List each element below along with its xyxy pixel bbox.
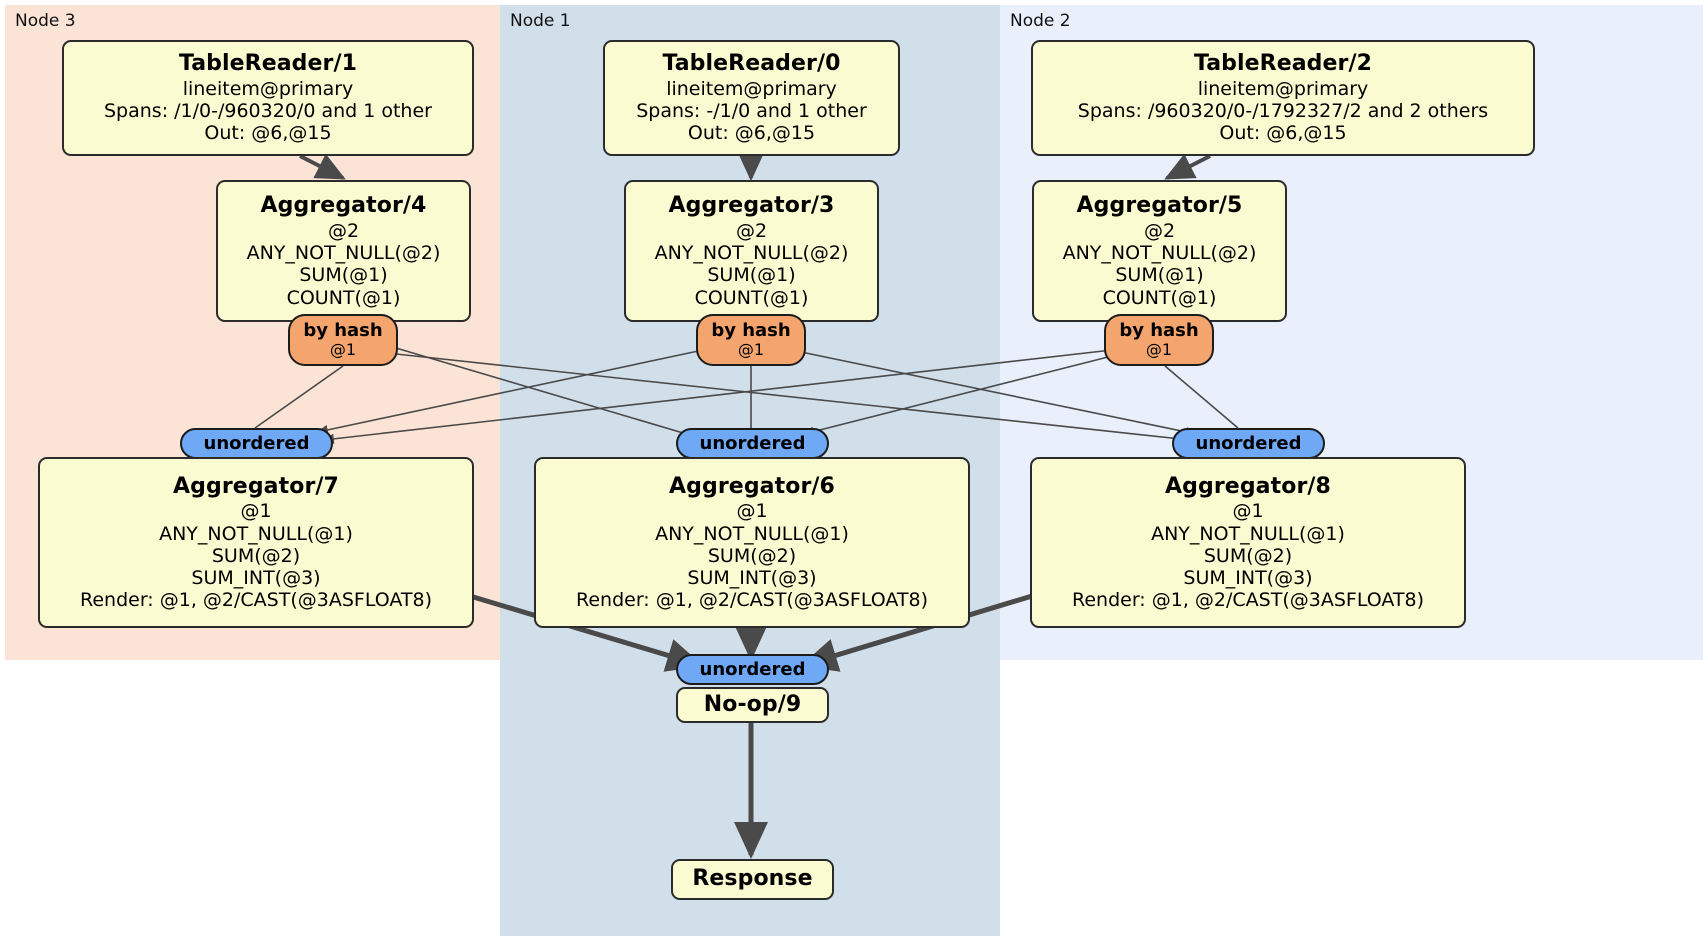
node-line: ANY_NOT_NULL(@2) <box>246 242 441 265</box>
synchronizer-unordered-final[interactable]: unordered <box>676 654 829 685</box>
node-table-reader-0[interactable]: TableReader/0 lineitem@primary Spans: -/… <box>603 40 900 156</box>
router-label: by hash <box>1119 320 1199 342</box>
node-panel-label: Node 3 <box>15 11 76 31</box>
node-line: ANY_NOT_NULL(@2) <box>1062 242 1257 265</box>
node-line: SUM_INT(@3) <box>1183 566 1313 589</box>
node-line: Out: @6,@15 <box>687 122 816 145</box>
router-sublabel: @1 <box>1145 340 1173 360</box>
node-title: Response <box>692 866 813 892</box>
node-line: Out: @6,@15 <box>204 122 332 145</box>
node-aggregator-5[interactable]: Aggregator/5 @2 ANY_NOT_NULL(@2) SUM(@1)… <box>1032 180 1287 322</box>
node-line: Render: @1, @2/CAST(@3ASFLOAT8) <box>576 589 928 612</box>
node-line: SUM_INT(@3) <box>687 566 817 589</box>
node-aggregator-6[interactable]: Aggregator/6 @1 ANY_NOT_NULL(@1) SUM(@2)… <box>534 457 970 628</box>
synchronizer-unordered-mid[interactable]: unordered <box>676 428 829 459</box>
node-title: Aggregator/6 <box>669 473 835 499</box>
node-line: SUM(@1) <box>1115 264 1204 287</box>
node-line: ANY_NOT_NULL(@2) <box>654 242 849 265</box>
node-line: Render: @1, @2/CAST(@3ASFLOAT8) <box>80 589 432 612</box>
node-title: TableReader/1 <box>178 51 358 77</box>
node-line: ANY_NOT_NULL(@1) <box>159 522 353 545</box>
node-title: Aggregator/4 <box>260 193 427 219</box>
node-line: Spans: /960320/0-/1792327/2 and 2 others <box>1077 100 1489 123</box>
node-aggregator-3[interactable]: Aggregator/3 @2 ANY_NOT_NULL(@2) SUM(@1)… <box>624 180 879 322</box>
node-line: ANY_NOT_NULL(@1) <box>655 522 849 545</box>
node-line: SUM(@2) <box>211 544 301 567</box>
node-no-op-9[interactable]: No-op/9 <box>676 687 829 723</box>
node-line: SUM_INT(@3) <box>191 566 321 589</box>
node-line: COUNT(@1) <box>694 286 809 309</box>
node-line: SUM(@1) <box>707 264 796 287</box>
node-aggregator-4[interactable]: Aggregator/4 @2 ANY_NOT_NULL(@2) SUM(@1)… <box>216 180 471 322</box>
node-line: @1 <box>736 500 768 523</box>
node-response[interactable]: Response <box>671 859 834 900</box>
node-line: Render: @1, @2/CAST(@3ASFLOAT8) <box>1072 589 1424 612</box>
node-line: lineitem@primary <box>182 78 354 101</box>
node-line: lineitem@primary <box>1197 78 1369 101</box>
synchronizer-label: unordered <box>699 658 806 680</box>
node-line: @2 <box>735 219 768 242</box>
node-line: Spans: /1/0-/960320/0 and 1 other <box>104 100 432 123</box>
node-aggregator-7[interactable]: Aggregator/7 @1 ANY_NOT_NULL(@1) SUM(@2)… <box>38 457 474 628</box>
node-line: @1 <box>1232 500 1264 523</box>
synchronizer-unordered-left[interactable]: unordered <box>180 428 333 459</box>
node-line: SUM(@2) <box>1203 544 1293 567</box>
node-aggregator-8[interactable]: Aggregator/8 @1 ANY_NOT_NULL(@1) SUM(@2)… <box>1030 457 1466 628</box>
synchronizer-label: unordered <box>699 432 806 454</box>
router-by-hash-left[interactable]: by hash @1 <box>288 314 398 366</box>
node-panel-label: Node 1 <box>510 11 571 31</box>
node-title: Aggregator/3 <box>668 193 835 219</box>
node-table-reader-1[interactable]: TableReader/1 lineitem@primary Spans: /1… <box>62 40 474 156</box>
synchronizer-label: unordered <box>203 432 310 454</box>
node-line: @1 <box>240 500 272 523</box>
node-line: @2 <box>327 219 360 242</box>
node-title: TableReader/2 <box>1193 51 1373 77</box>
router-sublabel: @1 <box>737 340 765 360</box>
router-by-hash-right[interactable]: by hash @1 <box>1104 314 1214 366</box>
router-label: by hash <box>711 320 791 342</box>
node-table-reader-2[interactable]: TableReader/2 lineitem@primary Spans: /9… <box>1031 40 1535 156</box>
synchronizer-unordered-right[interactable]: unordered <box>1172 428 1325 459</box>
node-line: lineitem@primary <box>666 78 837 101</box>
node-line: COUNT(@1) <box>286 286 401 309</box>
node-line: Out: @6,@15 <box>1219 122 1347 145</box>
node-line: SUM(@2) <box>707 544 797 567</box>
node-panel-label: Node 2 <box>1010 11 1071 31</box>
node-line: SUM(@1) <box>299 264 388 287</box>
synchronizer-label: unordered <box>1195 432 1302 454</box>
node-line: @2 <box>1143 219 1176 242</box>
node-title: Aggregator/7 <box>173 473 339 499</box>
router-by-hash-mid[interactable]: by hash @1 <box>696 314 806 366</box>
node-line: Spans: -/1/0 and 1 other <box>636 100 867 123</box>
node-title: Aggregator/8 <box>1165 473 1331 499</box>
router-sublabel: @1 <box>329 340 357 360</box>
node-title: Aggregator/5 <box>1076 193 1243 219</box>
node-line: COUNT(@1) <box>1102 286 1217 309</box>
node-title: No-op/9 <box>703 691 802 717</box>
router-label: by hash <box>303 320 383 342</box>
node-line: ANY_NOT_NULL(@1) <box>1151 522 1345 545</box>
node-title: TableReader/0 <box>662 51 841 77</box>
